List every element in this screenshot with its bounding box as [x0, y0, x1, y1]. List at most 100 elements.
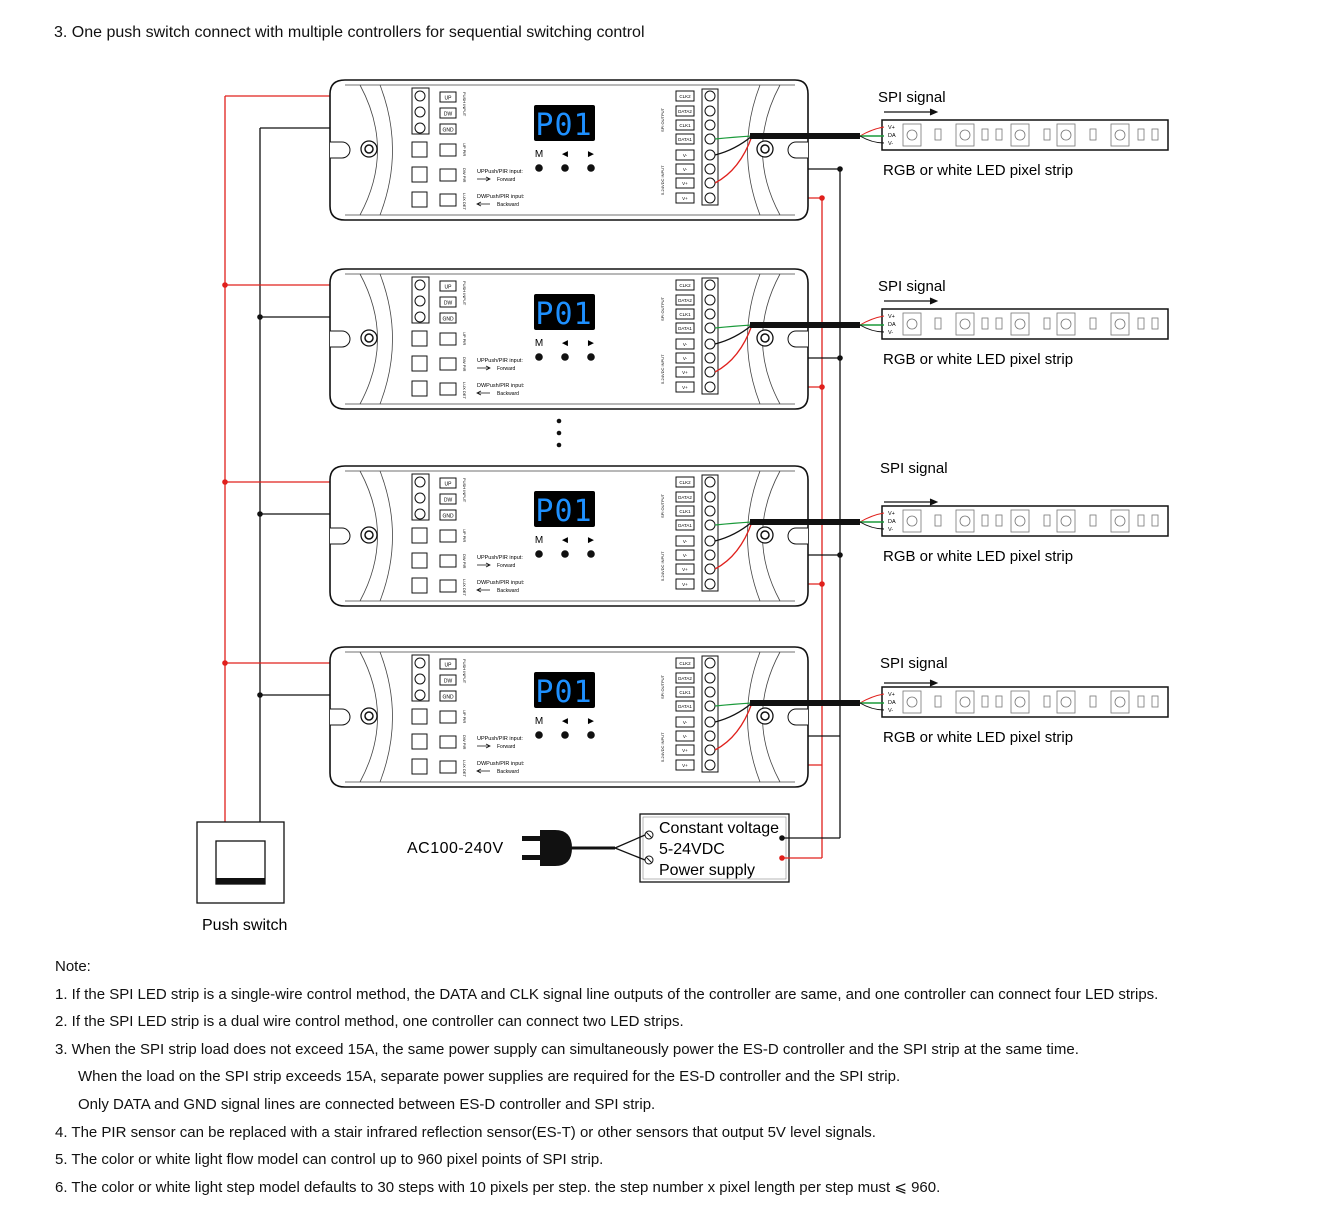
page-title: 3. One push switch connect with multiple…	[54, 24, 645, 41]
button-label: ◄	[560, 535, 570, 546]
sensor-port	[411, 552, 428, 569]
resistor-icon	[1043, 128, 1051, 141]
terminal-label: DW	[444, 679, 453, 685]
junction-dot	[222, 660, 228, 666]
resistor-icon	[1151, 128, 1159, 141]
terminal-label: V+	[682, 181, 688, 186]
button-label: ◄	[560, 338, 570, 349]
terminal-label: V+	[682, 748, 688, 753]
push-input-label: PUSH INPUT	[462, 92, 467, 117]
forward-text: Forward	[497, 177, 516, 183]
terminal-label: DATA2	[678, 109, 692, 114]
terminal-label: DATA2	[678, 495, 692, 500]
controller-button[interactable]	[535, 731, 543, 739]
terminal-label: DATA1	[678, 326, 692, 331]
junction-dot	[257, 314, 263, 320]
strip-pin: DA	[888, 133, 896, 139]
resistor-icon	[981, 317, 989, 330]
output-terminal	[701, 277, 719, 395]
controller-button[interactable]	[587, 164, 595, 172]
screw-hole-icon	[756, 707, 774, 725]
led-pixel-icon	[1110, 312, 1130, 336]
button-label: ►	[586, 149, 596, 160]
resistor-icon	[995, 695, 1003, 708]
resistor-icon	[1043, 317, 1051, 330]
resistor-icon	[995, 128, 1003, 141]
strip-pin: V+	[888, 125, 895, 131]
terminal-label: CLK2	[679, 480, 691, 485]
terminal-label: UP	[445, 285, 453, 291]
note-3: 3. When the SPI strip load does not exce…	[55, 1040, 1079, 1058]
side-label: UP PIR	[462, 710, 467, 723]
resistor-icon	[981, 514, 989, 527]
up-input-text: UPPush/PIR input:	[477, 555, 523, 561]
dw-input-text: DWPush/PIR input:	[477, 194, 525, 200]
led-pixel-icon	[1056, 690, 1076, 714]
led-pixel-icon	[1110, 690, 1130, 714]
terminal-label: DW	[444, 498, 453, 504]
spi-signal-label: SPI signal	[880, 460, 948, 477]
note-6: 6. The color or white light step model d…	[55, 1178, 941, 1196]
cable	[750, 519, 860, 525]
controller-button[interactable]	[535, 550, 543, 558]
push-input-label: PUSH INPUT	[462, 478, 467, 503]
terminal-label: V-	[683, 539, 688, 544]
button-label: ◄	[560, 149, 570, 160]
resistor-icon	[934, 695, 942, 708]
screw-hole-icon	[360, 140, 378, 158]
note-3b: When the load on the SPI strip exceeds 1…	[78, 1068, 901, 1086]
resistor-icon	[1151, 514, 1159, 527]
terminal-label: V-	[683, 734, 688, 739]
controller-button[interactable]	[561, 353, 569, 361]
controller-button[interactable]	[535, 353, 543, 361]
led-pixel-icon	[1010, 123, 1030, 147]
controller-button[interactable]	[587, 550, 595, 558]
resistor-icon	[1137, 128, 1145, 141]
forward-text: Forward	[497, 744, 516, 750]
controller-button[interactable]	[535, 164, 543, 172]
sensor-port	[411, 166, 428, 183]
terminal-label: DATA2	[678, 298, 692, 303]
ac-voltage-label: AC100-240V	[407, 840, 504, 857]
screw-hole-icon	[756, 526, 774, 544]
notes-heading: Note:	[55, 958, 91, 975]
display-text: P01	[535, 494, 592, 529]
terminal-label: DATA2	[678, 676, 692, 681]
controller-button[interactable]	[587, 731, 595, 739]
terminal-label: V-	[683, 553, 688, 558]
controller-button[interactable]	[561, 164, 569, 172]
junction-dot	[257, 511, 263, 517]
display	[534, 491, 595, 527]
controller-button[interactable]	[561, 550, 569, 558]
backward-text: Backward	[497, 391, 519, 397]
ac-plug-icon	[540, 830, 572, 866]
button-label: M	[535, 149, 543, 160]
controller-button[interactable]	[561, 731, 569, 739]
terminal-label: UP	[445, 482, 453, 488]
spi-signal-label: SPI signal	[880, 655, 948, 672]
push-input-label: PUSH INPUT	[462, 281, 467, 306]
note-4: 4. The PIR sensor can be replaced with a…	[55, 1123, 876, 1141]
screw-hole-icon	[756, 140, 774, 158]
sensor-port	[411, 355, 428, 372]
controller-button[interactable]	[587, 353, 595, 361]
sensor-port	[411, 577, 428, 594]
continuation-dot	[556, 418, 562, 424]
side-label: LUX DET	[462, 193, 467, 210]
up-input-text: UPPush/PIR input:	[477, 736, 523, 742]
resistor-icon	[1089, 514, 1097, 527]
dc-input-label: 5-24VDC INPUT	[660, 165, 665, 195]
push-switch[interactable]: Push switch	[196, 821, 287, 934]
resistor-icon	[1089, 695, 1097, 708]
terminal-label: CLK1	[679, 690, 691, 695]
terminal-label: DATA1	[678, 704, 692, 709]
junction-dot	[837, 355, 843, 361]
spi-signal-label: SPI signal	[878, 278, 946, 295]
led-pixel-icon	[902, 312, 922, 336]
strip-pin: V-	[888, 708, 893, 714]
terminal-label: CLK2	[679, 283, 691, 288]
